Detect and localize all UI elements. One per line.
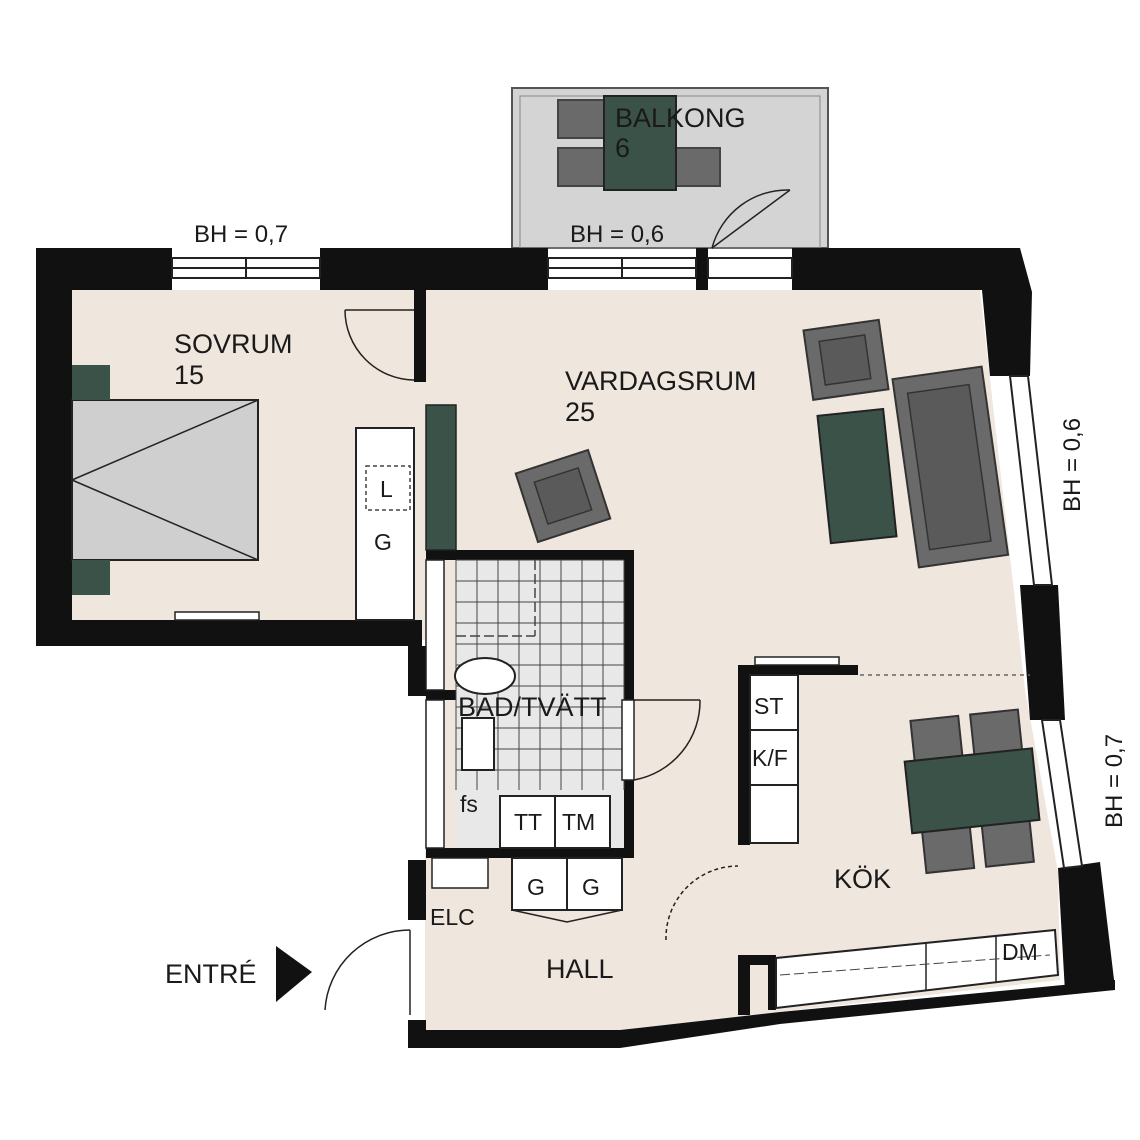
windows — [171, 257, 1084, 870]
room-name-balkong: BALKONG — [615, 103, 746, 133]
sink — [461, 717, 495, 771]
entrance-label: ENTRÉ — [165, 959, 257, 989]
balcony-table — [603, 95, 677, 191]
window-height-kok-right: BH = 0,7 — [1101, 734, 1128, 828]
linen-box — [365, 465, 411, 511]
walls — [36, 248, 1115, 1048]
kitchen-counter-bottom — [775, 928, 1060, 1010]
fixture-dishwasher: DM — [1002, 939, 1038, 965]
fixture-floor-drain: fs — [460, 791, 478, 817]
balcony-chair — [557, 99, 611, 139]
room-name-sovrum: SOVRUM — [174, 329, 293, 359]
room-name-hall: HALL — [546, 954, 614, 984]
room-name-kok: KÖK — [834, 864, 891, 894]
coffee-table — [816, 407, 898, 545]
window-height-vardagsrum-right: BH = 0,6 — [1059, 418, 1086, 512]
room-name-bad: BAD/TVÄTT — [458, 692, 607, 722]
bedroom-wardrobe — [355, 427, 415, 621]
toilet — [454, 657, 516, 695]
fixture-wardrobe-sovrum: G — [374, 529, 392, 555]
nightstand — [72, 560, 110, 595]
fixture-linen: L — [380, 476, 393, 502]
sofa — [891, 365, 1010, 569]
kitchen-counter-left — [749, 674, 799, 844]
fixture-electric: ELC — [430, 904, 475, 930]
room-area-balkong: 6 — [615, 133, 630, 163]
fixture-dryer: TT — [514, 809, 542, 835]
fixture-washer: TM — [562, 809, 595, 835]
tv-bench — [425, 404, 457, 551]
armchair — [514, 448, 612, 544]
dining-set — [903, 708, 1041, 875]
room-name-vardagsrum: VARDAGSRUM — [565, 366, 757, 396]
doors — [324, 189, 791, 1015]
bed — [71, 399, 259, 561]
window-height-sovrum: BH = 0,7 — [194, 221, 288, 248]
armchair — [802, 318, 890, 401]
electric-cabinet — [431, 857, 489, 889]
room-area-vardagsrum: 25 — [565, 397, 595, 427]
fixture-hall-wardrobe-2: G — [582, 874, 600, 900]
window-height-vardagsrum-top: BH = 0,6 — [570, 221, 664, 248]
room-area-sovrum: 15 — [174, 360, 204, 390]
fixture-fridge: K/F — [752, 745, 788, 771]
nightstand — [72, 365, 110, 400]
fixture-hall-wardrobe-1: G — [527, 874, 545, 900]
balcony-chair — [557, 147, 611, 187]
entrance-arrow-icon — [276, 946, 312, 1002]
fixture-stove: ST — [754, 693, 783, 719]
